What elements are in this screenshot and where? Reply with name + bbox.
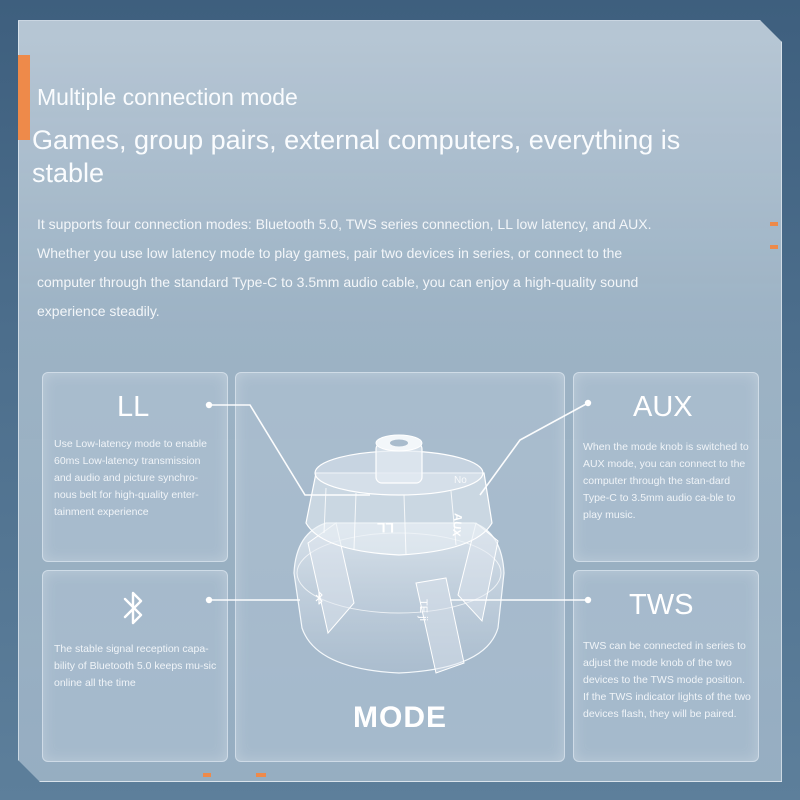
card-ll: LL Use Low-latency mode to enable 60ms L… <box>42 372 228 562</box>
card-aux: AUX When the mode knob is switched to AU… <box>573 372 759 562</box>
card-ll-text: Use Low-latency mode to enable 60ms Low-… <box>54 438 207 518</box>
knob-label-tws: TE ji <box>417 599 429 621</box>
accent-bar <box>18 55 30 140</box>
knob-label-ll: LL <box>376 520 394 536</box>
card-ll-title: LL <box>117 391 150 423</box>
card-tws-text: TWS can be connected in series to adjust… <box>583 640 751 720</box>
card-tws-title: TWS <box>629 589 694 621</box>
accent-dot <box>770 245 778 249</box>
mode-knob-illustration: LL AUX TE ji No <box>293 434 505 674</box>
bluetooth-icon <box>123 591 143 625</box>
accent-dot <box>203 773 211 777</box>
card-mode-knob: LL AUX TE ji No MODE <box>235 372 565 762</box>
intro-paragraph: It supports four connection modes: Bluet… <box>37 216 652 319</box>
knob-label-top: No <box>454 475 467 486</box>
mode-label: MODE <box>353 701 447 734</box>
accent-dot <box>770 222 778 226</box>
card-aux-title: AUX <box>633 391 693 423</box>
section-eyebrow: Multiple connection mode <box>37 84 298 110</box>
card-tws: TWS TWS can be connected in series to ad… <box>573 570 759 762</box>
headline: Games, group pairs, external computers, … <box>32 125 681 188</box>
accent-dot <box>256 773 266 777</box>
knob-label-aux: AUX <box>450 513 464 538</box>
card-bluetooth-text: The stable signal reception capa-bility … <box>54 643 217 689</box>
card-bluetooth: The stable signal reception capa-bility … <box>42 570 228 762</box>
card-aux-text: When the mode knob is switched to AUX mo… <box>583 441 749 521</box>
